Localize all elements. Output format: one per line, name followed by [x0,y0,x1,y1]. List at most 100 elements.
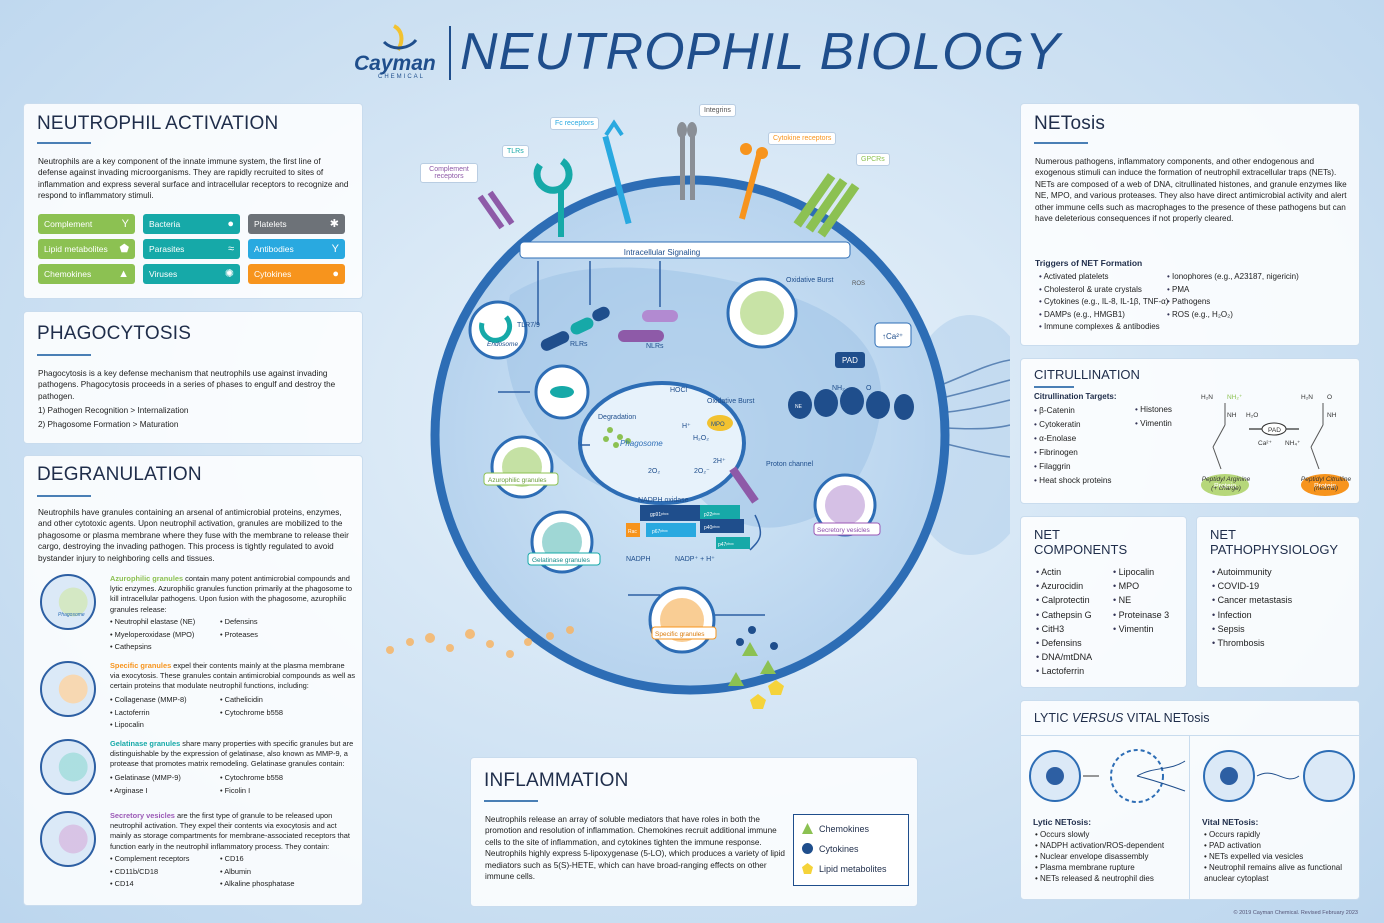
subunit-gp91: gp91ᵖʰᵒˣ [650,512,669,518]
lytic-diagram [1029,749,1186,803]
granule-text-1: expel their contents mainly at the plasm… [110,661,356,691]
granule-thumb-2 [40,739,96,795]
chip-bacteria: Bacteria● [143,214,240,234]
granule-thumb-1 [40,661,96,717]
nadph-label: NADPH [626,556,651,563]
endosome [468,300,528,360]
components-title-1: NET [1034,527,1060,542]
h2o2-label: H₂O₂ [693,435,709,442]
gpcrs-label: GPCRs [861,156,885,163]
inflammation-panel: INFLAMMATION Neutrophils release an arra… [470,757,918,907]
chip-label: Cytokines [254,269,292,279]
inflammation-rule [484,800,538,802]
netosis-title: NETosis [1034,113,1106,134]
granule-thumb-0: Phagosome [40,574,96,630]
component-b-1: MPO [1113,579,1169,593]
patho-item-3: Infection [1212,608,1292,622]
specific-tag [651,626,717,640]
vital-item-0: Occurs rapidly [1204,829,1354,840]
chip-icon-0: Y [121,218,129,230]
receptor-complement-icon [477,190,515,230]
secretory-core [825,485,865,525]
component-4: CitH3 [1036,622,1092,636]
vital-item-1: PAD activation [1204,840,1354,851]
chip-cytokines: Cytokines● [248,264,345,284]
fc-receptors-callout: Fc receptors [550,117,599,130]
trigger-4: Immune complexes & antibodies [1039,321,1169,334]
receptor-integrin-icon [677,122,697,200]
chip-label: Parasites [149,244,185,254]
brand-sub: CHEMICAL [378,74,426,80]
lipid-pentagons [750,680,784,709]
granule-item: Cathepsins [110,641,195,654]
nh4-label: NH₄⁺ [1285,440,1301,447]
cit-target-1: Cytokeratin [1034,418,1112,432]
citrullination-rule [1034,386,1074,388]
arg-caption-1: Peptidyl Arginine [1201,476,1251,483]
receptor-fc-icon [602,119,632,225]
nadph-oxidase-label: NADPH oxidase [638,497,689,504]
netosis-panel: NETosis Numerous pathogens, inflammatory… [1020,103,1360,346]
granule-text-3: are the first type of granule to be rele… [110,811,350,851]
gelatinase-core [542,522,582,562]
triggers-list-2: Ionophores (e.g., A23187, nigericin)PMAP… [1167,271,1347,321]
granule-col1-0: Neutrophil elastase (NE)Myeloperoxidase … [110,616,196,654]
vital-cytoplast-icon [1303,750,1355,802]
granule-name-0: Azurophilic granules [110,574,184,583]
pad-box [835,352,865,368]
phagocytosis-step2: 2) Phagosome Formation > Maturation [38,420,179,429]
lytic-item-2: Nuclear envelope disassembly [1035,851,1164,862]
legend-label-1: Cytokines [819,844,859,854]
cit-target-2: α-Enolase [1034,432,1112,446]
granule-item: Albumin [220,866,295,879]
patho-title-2: PATHOPHYSIOLOGY [1210,542,1339,557]
chemokine-triangles [728,642,776,686]
legend-chemokine-icon [802,823,813,834]
component-5: Defensins [1036,636,1092,650]
trigger-2: Cytokines (e.g., IL-8, IL-1β, TNF-α) [1039,296,1169,309]
nadph-oxidase-complex [626,505,750,549]
trigger-b-2: Pathogens [1167,296,1347,309]
degranulation-rule [37,495,91,497]
granule-item: Lactoferrin [110,707,187,720]
citrullination-targets-2: HistonesVimentin [1135,403,1172,431]
decorative-mediators [386,626,784,709]
receptor-cytokine-icon [739,143,768,220]
fc-receptors-label: Fc receptors [555,120,594,127]
granule-col1-2: Gelatinase (MMP-9)Arginase I [110,772,181,797]
phagocytosis-step1: 1) Pathogen Recognition > Internalizatio… [38,406,189,415]
triggers-title: Triggers of NET Formation [1035,258,1143,268]
calcium-label: ↑Ca²⁺ [882,332,903,341]
lytic-item-0: Occurs slowly [1035,829,1164,840]
lytic-title-a: LYTIC [1034,711,1072,725]
cytokine-receptors-label: Cytokine receptors [773,135,832,142]
protein-citrulline [1301,474,1349,496]
granule-item: Arginase I [110,785,181,798]
granule-text-0: contain many potent antimicrobial compou… [110,574,352,614]
vital-nucleus-icon [1220,767,1238,785]
inflammation-text: Neutrophils release an array of soluble … [485,815,785,882]
legend-row-0: Chemokines [802,823,869,834]
activation-panel: NEUTROPHIL ACTIVATION Neutrophils are a … [23,103,363,299]
protein-arginine [1201,474,1249,496]
protein-left-label: Protein [1214,483,1236,490]
tlrs-label: TLRs [507,148,524,155]
component-7: Lactoferrin [1036,664,1092,678]
lytic-ruptured-icon [1110,749,1164,803]
mpo-enzyme [707,415,733,431]
component-2: Calprotectin [1036,593,1092,607]
granule-item: Cytochrome b558 [220,772,283,785]
granule-item: CD11b/CD18 [110,866,189,879]
legend-lipid-icon [802,863,813,874]
mpo-label: MPO [711,422,725,428]
trigger-0: Activated platelets [1039,271,1169,284]
vital-diagram [1203,750,1355,802]
granule-item: Neutrophil elastase (NE) [110,616,196,629]
cit-target-0: β-Catenin [1034,404,1112,418]
triggers-list-1: Activated plateletsCholesterol & urate c… [1039,271,1169,334]
vesicle-bacterium [550,386,574,398]
granule-desc-0: Azurophilic granules contain many potent… [110,574,356,615]
nh-left-label: NH [1227,412,1237,419]
